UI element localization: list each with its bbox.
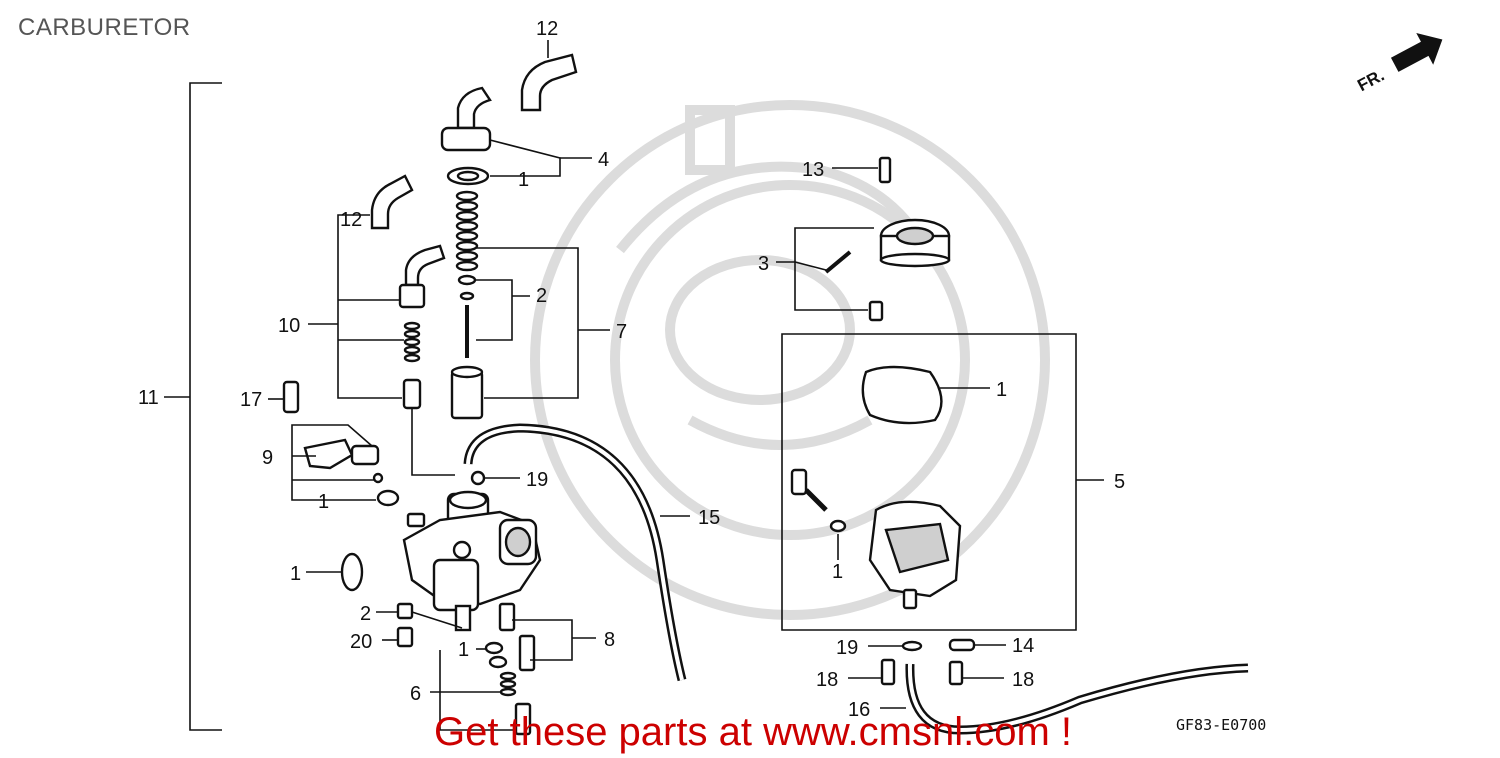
callout-17: 17 <box>240 389 262 411</box>
callout-11: 11 <box>138 387 159 409</box>
page-title: CARBURETOR <box>18 14 191 41</box>
callout-19: 19 <box>526 469 548 491</box>
clip-19-bottom <box>868 640 923 652</box>
carburetor-body <box>402 490 542 632</box>
callout-13: 13 <box>802 159 824 181</box>
elbow-tube-12-top <box>520 40 578 112</box>
callout-6: 6 <box>410 683 421 705</box>
float-bowl <box>868 500 962 610</box>
promo-banner[interactable]: Get these parts at www.cmsnl.com ! <box>0 710 1500 755</box>
throttle-stop-screw <box>498 602 536 672</box>
callout-9: 9 <box>262 447 273 469</box>
watermark-logo <box>530 100 1050 620</box>
throttle-valve <box>450 365 484 420</box>
callout-3: 3 <box>758 253 769 275</box>
elbow-tube-12-left <box>370 174 414 230</box>
cable-adjuster <box>398 244 446 410</box>
callout-1: 1 <box>458 639 469 661</box>
callout-18: 18 <box>1012 669 1034 691</box>
callout-2: 2 <box>536 285 547 307</box>
callout-20: 20 <box>350 631 372 653</box>
float-bowl-gasket <box>861 365 990 425</box>
screw-18-right <box>948 660 1004 686</box>
float-3 <box>824 218 951 322</box>
main-jet-2 <box>376 602 414 620</box>
hose-clip-19 <box>470 470 520 486</box>
callout-5: 5 <box>1114 471 1125 493</box>
throttle-spring <box>455 190 479 272</box>
callout-12: 12 <box>536 18 558 40</box>
callout-1: 1 <box>518 169 529 191</box>
idle-screw-set-6 <box>484 641 532 736</box>
needle-jet-holder-20 <box>382 626 414 648</box>
callout-16: 16 <box>848 699 870 721</box>
callout-1: 1 <box>996 379 1007 401</box>
front-direction-arrow: FR. <box>1354 32 1443 95</box>
callout-7: 7 <box>616 321 627 343</box>
promo-text[interactable]: Get these parts at www.cmsnl.com ! <box>434 710 1072 754</box>
callout-4: 4 <box>598 149 609 171</box>
callout-19: 19 <box>836 637 858 659</box>
screw-13 <box>832 156 892 184</box>
diagram-code: GF83-E0700 <box>1176 716 1266 734</box>
top-cap-4 <box>440 86 492 186</box>
callout-2: 2 <box>360 603 371 625</box>
callout-12: 12 <box>340 209 362 231</box>
float-bowl-group-5 <box>781 333 1077 631</box>
front-label: FR. <box>1354 65 1387 95</box>
o-ring-large <box>306 552 364 592</box>
clip-14 <box>948 638 1006 652</box>
choke-lever-9 <box>303 438 400 507</box>
callout-18: 18 <box>816 669 838 691</box>
callout-1: 1 <box>832 561 843 583</box>
screw-18-left <box>848 658 896 686</box>
pilot-screw-17 <box>268 380 300 414</box>
callout-10: 10 <box>278 315 300 337</box>
drain-screw <box>790 468 847 560</box>
assembly-bracket-11 <box>189 82 222 731</box>
callout-8: 8 <box>604 629 615 651</box>
callout-1: 1 <box>318 491 329 513</box>
callout-14: 14 <box>1012 635 1034 657</box>
jet-needle <box>457 274 477 358</box>
callout-1: 1 <box>290 563 301 585</box>
callout-15: 15 <box>698 507 720 529</box>
